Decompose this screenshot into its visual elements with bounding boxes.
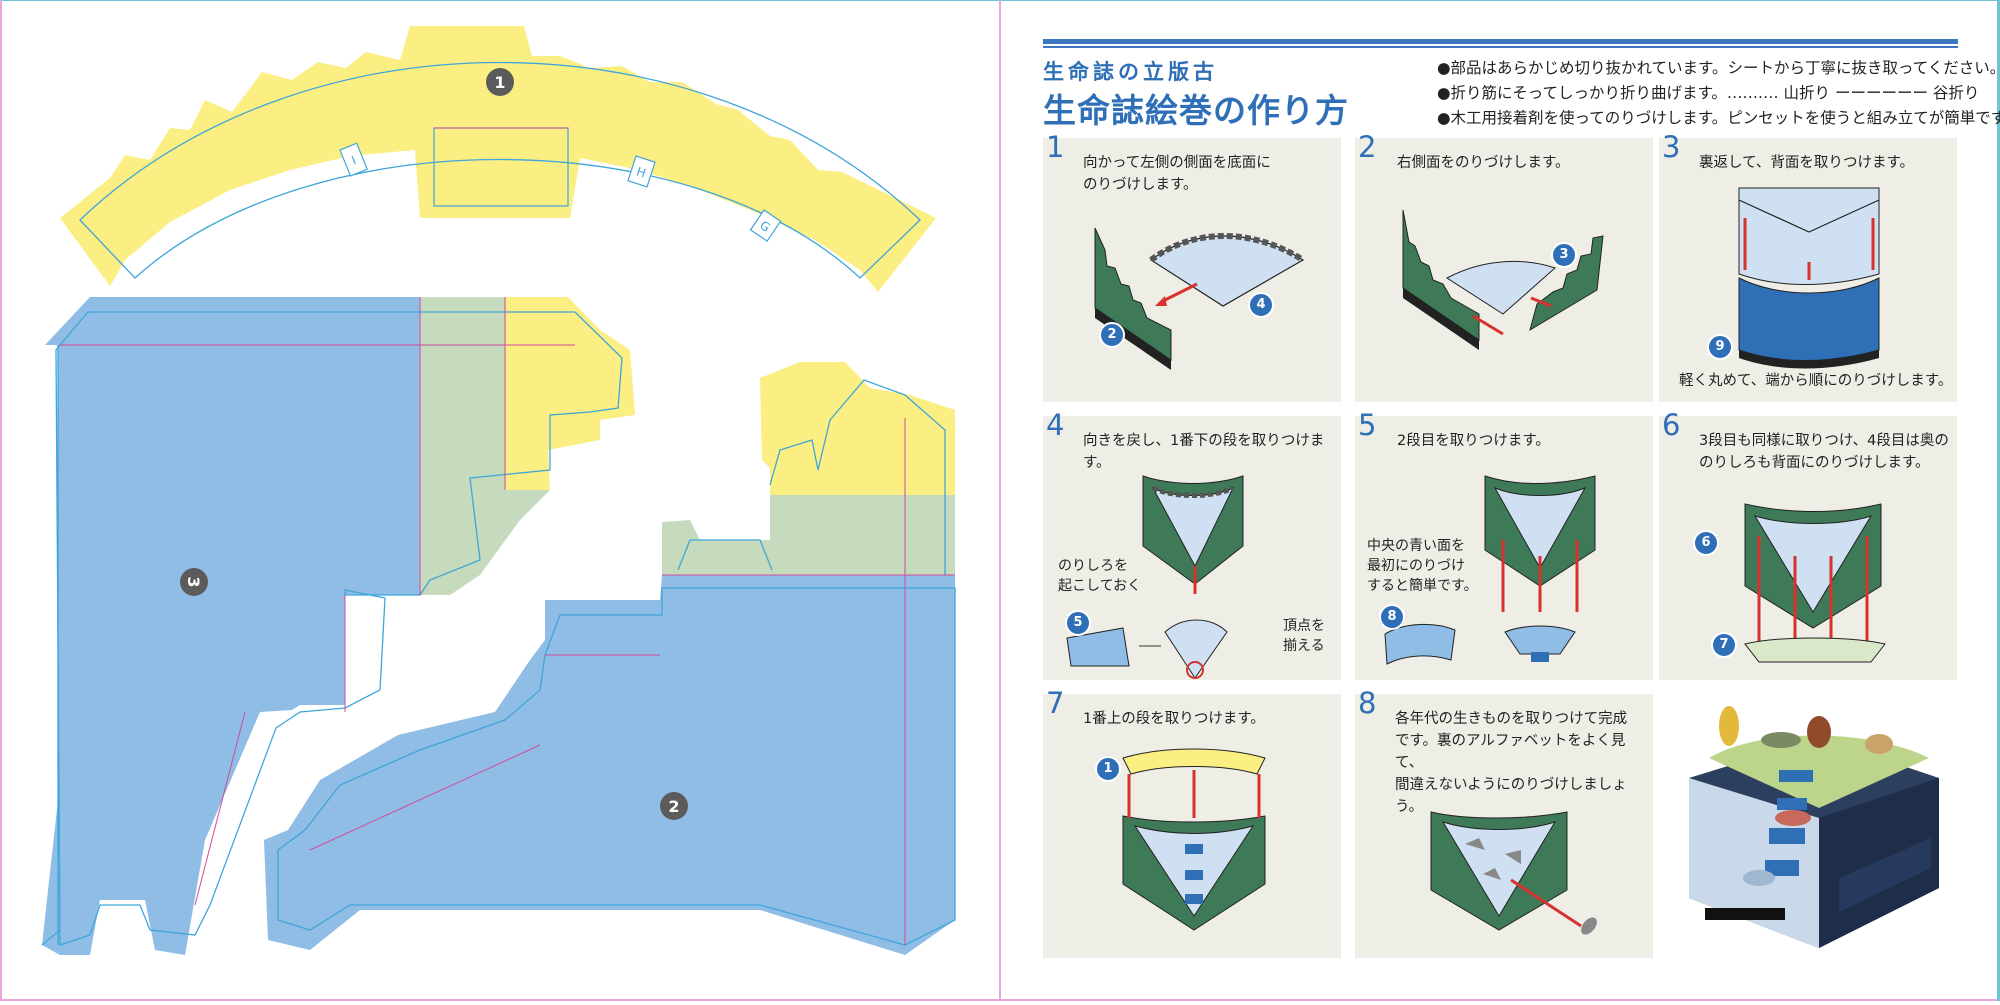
- step-2-illustration: [1402, 209, 1604, 350]
- step-number: 5: [1358, 408, 1377, 442]
- step-5-illustration: [1384, 475, 1596, 665]
- step-card-3: 3 裏返して、背面を取りつけます。 9 軽く丸めて、端から順にのりづけします。: [1659, 130, 1957, 402]
- step-text: 裏返して、背面を取りつけます。: [1699, 155, 1915, 171]
- part-badge: 6: [1693, 530, 1719, 556]
- step-text: 向きを戻し、1番下の段を取りつけます。: [1083, 433, 1325, 471]
- sheet-border-right: [1997, 0, 2000, 1001]
- page-gutter-line: [999, 0, 1001, 1001]
- step-text: 2段目を取りつけます。: [1397, 433, 1550, 449]
- step-text: 向かって左側の側面を底面にのりづけします。: [1083, 155, 1271, 193]
- step-7-illustration: [1122, 748, 1266, 931]
- step-1-illustration: [1094, 227, 1305, 370]
- step-side-note-left: 中央の青い面を最初にのりづけすると簡単です。: [1367, 538, 1478, 594]
- step-number: 8: [1358, 686, 1377, 720]
- completed-model-photo: [1669, 698, 1959, 968]
- part-badge: 2: [1099, 322, 1125, 348]
- part-label-1: 1: [494, 73, 505, 92]
- step-number: 2: [1358, 130, 1377, 164]
- parts-sheet: I H G 1 3: [0, 0, 1000, 1001]
- step-text: 3段目も同様に取りつけ、4段目は奥ののりしろも背面にのりづけします。: [1699, 433, 1949, 471]
- header-rule: [1043, 39, 1958, 44]
- page-title: 生命誌絵巻の作り方: [1043, 91, 1349, 130]
- part-label-3: 3: [184, 576, 203, 587]
- step-3-illustration: [1738, 187, 1880, 369]
- step-card-7: 7 1番上の段を取りつけます。 1: [1043, 686, 1341, 958]
- step-card-2: 2 右側面をのりづけします。 3: [1355, 130, 1653, 402]
- step-number: 1: [1046, 130, 1065, 164]
- step-text: 1番上の段を取りつけます。: [1083, 711, 1265, 727]
- step-card-8: 8 各年代の生きものを取りつけて完成です。裏のアルファベットをよく見て、間違えな…: [1355, 686, 1653, 958]
- note-item: ●部品はあらかじめ切り抜かれています。シートから丁寧に抜き取ってください。: [1437, 59, 2000, 77]
- step-bottom-text: 軽く丸めて、端から順にのりづけします。: [1679, 373, 1953, 389]
- step-card-1: 1 向かって左側の側面を底面にのりづけします。 2 4: [1043, 130, 1341, 402]
- part-badge: 3: [1551, 242, 1577, 268]
- step-card-6: 6 3段目も同様に取りつけ、4段目は奥ののりしろも背面にのりづけします。 6 7: [1659, 408, 1957, 680]
- note-item: ●折り筋にそってしっかり折り曲げます。‥‥‥‥‥ 山折り ーーーーーー 谷折り: [1437, 84, 1980, 102]
- step-card-4: 4 向きを戻し、1番下の段を取りつけます。 のりしろを起こしておく 頂点を揃える…: [1043, 408, 1341, 680]
- part-3-side-panel[interactable]: 3: [41, 297, 635, 955]
- part-badge: 7: [1711, 632, 1737, 658]
- tab-letter-h: H: [635, 164, 648, 180]
- step-6-illustration: [1744, 503, 1886, 663]
- tab-letter-i: I: [350, 153, 359, 167]
- part-badge: 9: [1707, 334, 1733, 360]
- step-number: 3: [1662, 130, 1681, 164]
- instruction-page: 生命誌の立版古 生命誌絵巻の作り方 ●部品はあらかじめ切り抜かれています。シート…: [1000, 0, 2000, 1001]
- step-text: 各年代の生きものを取りつけて完成です。裏のアルファベットをよく見て、間違えないよ…: [1395, 711, 1628, 815]
- part-badge: 1: [1095, 756, 1121, 782]
- step-number: 4: [1046, 408, 1065, 442]
- parts-sheet-artwork: I H G 1 3: [41, 26, 956, 955]
- step-4-illustration: [1066, 475, 1244, 679]
- note-item: ●木工用接着剤を使ってのりづけします。ピンセットを使うと組み立てが簡単です。: [1437, 109, 2000, 127]
- step-number: 6: [1662, 408, 1681, 442]
- part-badge: 4: [1248, 292, 1274, 318]
- part-2-stepped-panel[interactable]: 2: [264, 362, 956, 955]
- sheet-border-left: [0, 0, 2, 1001]
- part-badge: 5: [1065, 610, 1091, 636]
- header-rule-thin: [1043, 46, 1958, 48]
- part-label-2: 2: [668, 797, 679, 816]
- page-subtitle: 生命誌の立版古: [1043, 60, 1218, 84]
- part-1-arc[interactable]: I H G 1: [60, 26, 936, 292]
- step-card-5: 5 2段目を取りつけます。 中央の青い面を最初にのりづけすると簡単です。 8: [1355, 408, 1653, 680]
- step-number: 7: [1046, 686, 1065, 720]
- part-badge: 8: [1379, 604, 1405, 630]
- step-side-note-left: のりしろを起こしておく: [1058, 558, 1142, 594]
- assembly-notes: ●部品はあらかじめ切り抜かれています。シートから丁寧に抜き取ってください。 ●折…: [1437, 56, 2000, 131]
- step-8-illustration: [1430, 811, 1597, 935]
- completed-model-graphic: [1689, 706, 1939, 948]
- step-text: 右側面をのりづけします。: [1397, 155, 1570, 171]
- step-side-note-right: 頂点を揃える: [1283, 618, 1325, 654]
